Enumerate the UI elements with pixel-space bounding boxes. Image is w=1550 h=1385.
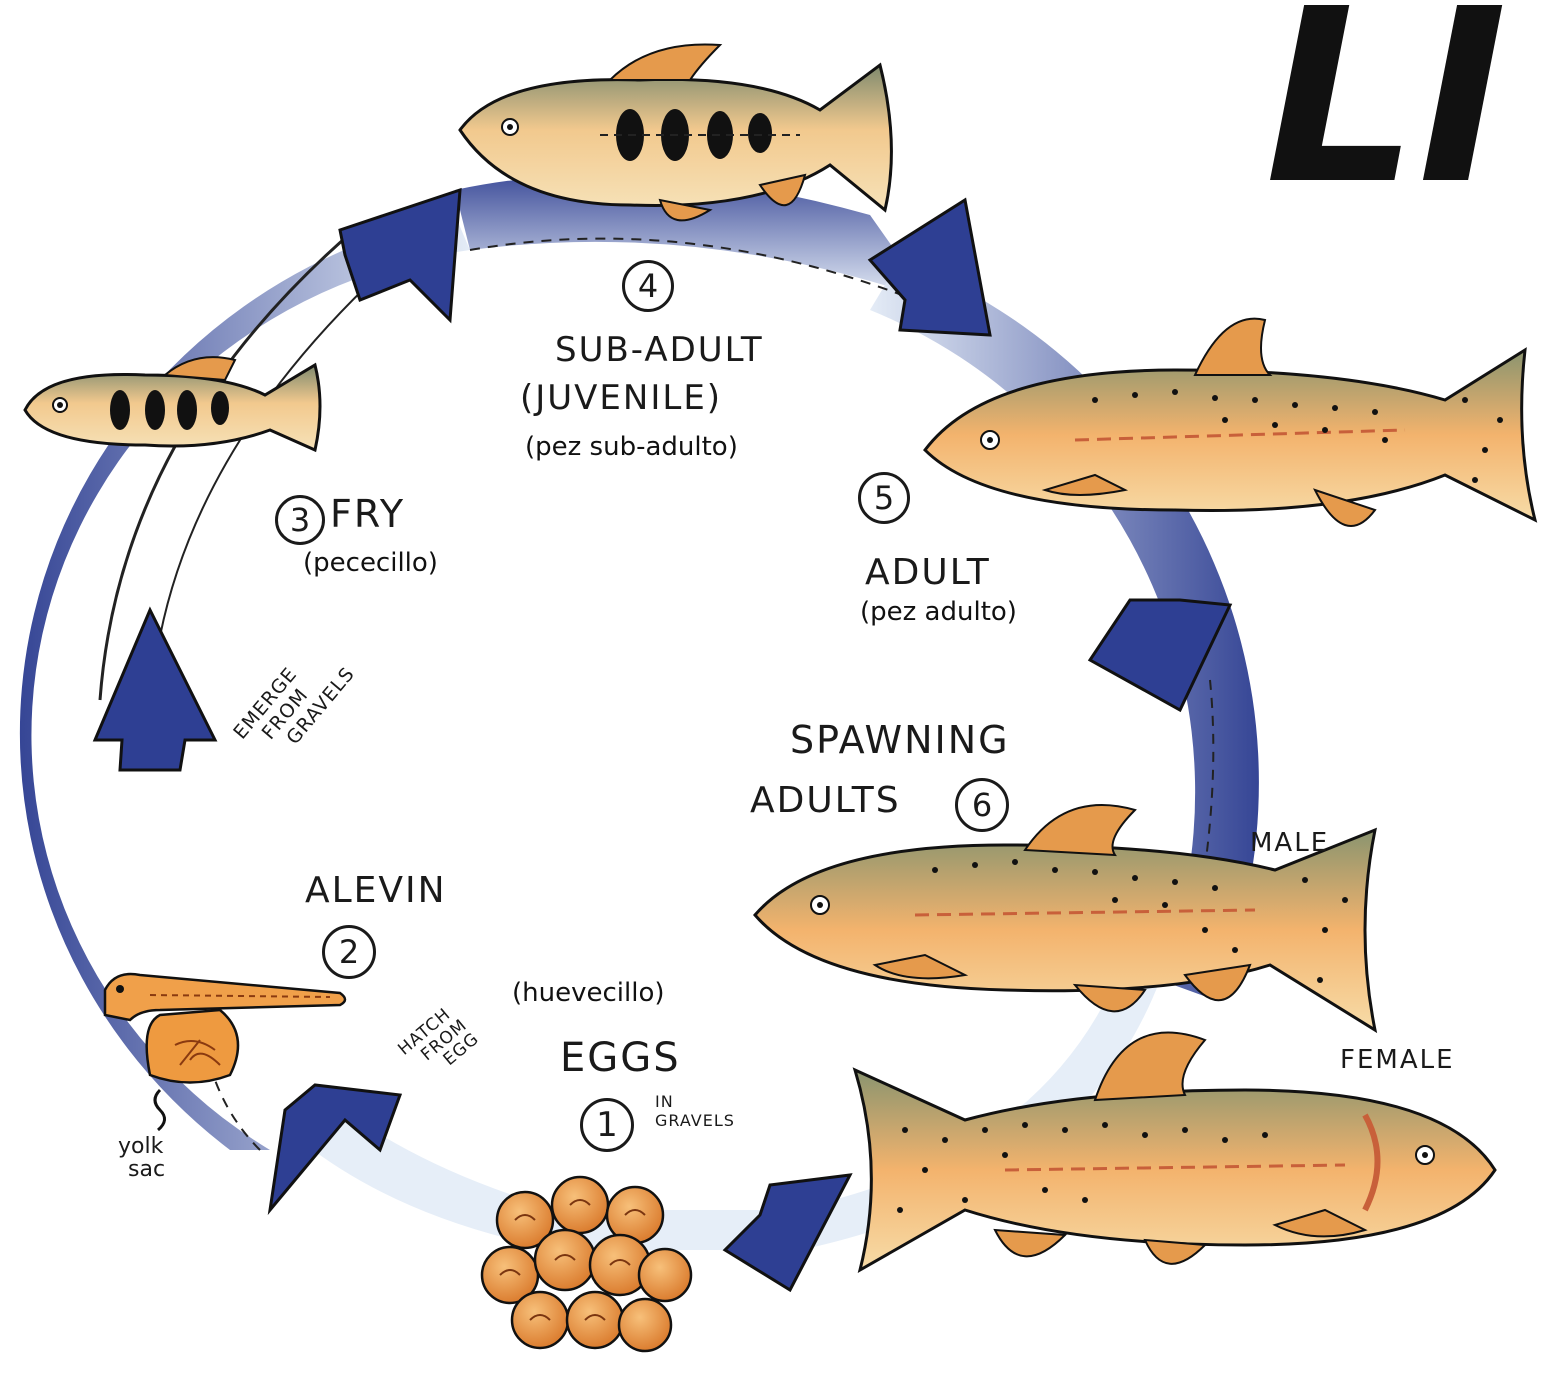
arrow-up-left	[92, 606, 218, 772]
stage-6-number: 6	[955, 778, 1009, 832]
stage-4-name: SUB-ADULT	[555, 330, 764, 370]
stage-3-spanish: (pececillo)	[303, 548, 438, 578]
fry-fish	[23, 356, 322, 453]
arrow-to-alevin	[267, 1083, 403, 1216]
arrow-to-subadult	[338, 187, 462, 324]
stage-3-name: FRY	[330, 492, 406, 536]
stage-6-name: SPAWNING	[790, 718, 1010, 762]
ring-left-segment	[19, 215, 470, 1150]
yolk-sac-label: yolk sac	[118, 1134, 166, 1183]
female-fish	[852, 1031, 1497, 1274]
stage-2-name: ALEVIN	[305, 870, 447, 911]
stage-1-name: EGGS	[560, 1035, 681, 1081]
stage-3-number: 3	[275, 495, 325, 545]
subadult-fish	[458, 43, 893, 222]
male-label: MALE	[1250, 828, 1330, 858]
stage-6-name2: ADULTS	[750, 780, 901, 821]
stage-4-number: 4	[622, 260, 674, 312]
stage-5-number: 5	[858, 472, 910, 524]
stage-4-spanish: (pez sub-adulto)	[525, 432, 738, 462]
eggs-cluster	[480, 1175, 693, 1353]
stage-1-note: IN GRAVELS	[655, 1092, 735, 1131]
yolk-sac-pointer	[153, 1088, 166, 1132]
stage-1-number: 1	[580, 1098, 634, 1152]
stage-4-name2: (JUVENILE)	[520, 378, 723, 418]
stage-5-name: ADULT	[865, 552, 991, 593]
corner-title: LI	[1265, 0, 1507, 237]
alevin	[103, 972, 347, 1084]
arrow-to-spawning	[1087, 598, 1233, 713]
arrow-to-adult	[867, 197, 992, 337]
ring-top-segment	[455, 174, 930, 300]
stage-2-number: 2	[322, 925, 376, 979]
adult-fish	[923, 317, 1538, 527]
stage-1-spanish: (huevecillo)	[512, 978, 665, 1008]
female-label: FEMALE	[1340, 1045, 1455, 1075]
stage-5-spanish: (pez adulto)	[860, 597, 1017, 627]
arrow-to-eggs	[722, 1173, 853, 1293]
male-fish	[753, 804, 1378, 1034]
